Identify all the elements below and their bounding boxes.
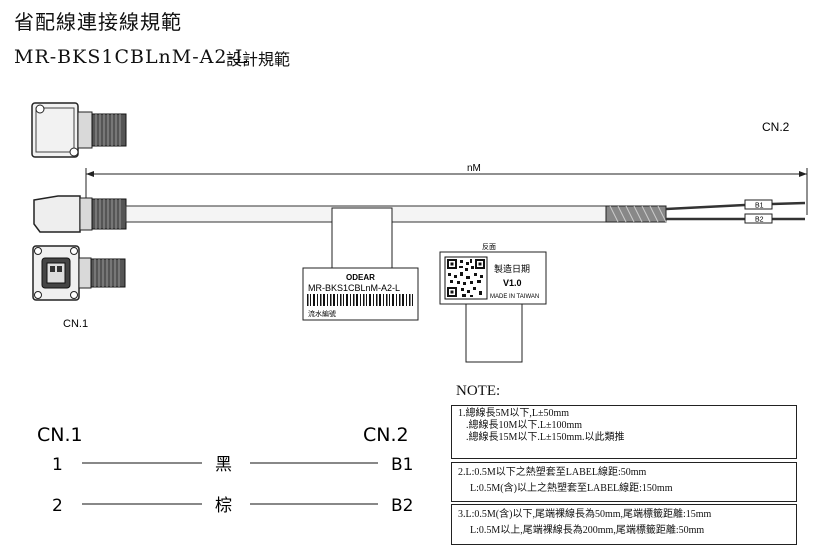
model-number: MR-BKS1CBLnM-A2-L — [14, 46, 249, 68]
connector-top-icon — [31, 102, 127, 158]
length-dimension: nM — [85, 163, 808, 215]
note-line: L:0.5M以上,尾端裸線長為200mm,尾端標籤距離:50mm — [470, 525, 705, 536]
qr-code-icon — [444, 256, 488, 300]
note-line: 2.L:0.5M以下之熱塑套至LABEL線距:50mm — [458, 467, 647, 478]
wire-pin-1: 1 — [52, 455, 63, 475]
wire-target-1: B1 — [391, 455, 413, 475]
wire-target-2: B2 — [391, 496, 413, 516]
note-line: 3.L:0.5M(含)以下,尾端裸線長為50mm,尾端標籤距離:15mm — [458, 509, 712, 520]
note-line: L:0.5M(含)以上之熱塑套至LABEL線距:150mm — [470, 483, 673, 494]
page-title: 省配線連接線規範 — [14, 10, 182, 34]
wiring-table: CN.1 CN.2 1 黑 B1 2 棕 B2 — [37, 424, 413, 516]
date-label-title: 製造日期 — [494, 263, 530, 274]
product-label: ODEAR MR-BKS1CBLnM-A2-L 流水編號 — [302, 207, 419, 321]
date-label-origin: MADE IN TAIWAN — [490, 294, 539, 300]
label-serial: 流水編號 — [308, 309, 336, 318]
note-box-1: 1.總線長5M以下,L±50mm .總線長10M以下.L±100mm .總線長1… — [451, 405, 797, 459]
label-model: MR-BKS1CBLnM-A2-L — [308, 283, 400, 293]
date-label-side: 反面 — [482, 242, 496, 251]
barcode — [307, 294, 413, 306]
date-label: 反面 製造日期 V1.0 MADE IN TAIWAN — [439, 242, 547, 363]
note-line: .總線長15M以下.L±150mm.以此類推 — [466, 432, 625, 443]
wire-tag-b1: B1 — [755, 203, 764, 210]
connector-main-icon — [33, 195, 127, 233]
wire-color-1: 黑 — [215, 455, 232, 475]
cable-body: B1 B2 — [125, 199, 806, 224]
note-line: .總線長10M以下.L±100mm — [466, 420, 583, 431]
connector-front-icon — [32, 245, 126, 301]
label-brand: ODEAR — [346, 273, 375, 282]
cn2-label: CN.2 — [762, 120, 790, 134]
spec-label: 設計規範 — [226, 50, 291, 69]
wire-pin-2: 2 — [52, 496, 63, 516]
wire-color-2: 棕 — [215, 496, 232, 516]
length-label: nM — [467, 163, 481, 174]
notes-title: NOTE: — [456, 383, 501, 399]
date-label-version: V1.0 — [503, 278, 522, 288]
wire-tag-b2: B2 — [755, 217, 764, 224]
note-box-3: 3.L:0.5M(含)以下,尾端裸線長為50mm,尾端標籤距離:15mm L:0… — [451, 504, 797, 545]
wiring-left-header: CN.1 — [37, 424, 83, 446]
note-box-2: 2.L:0.5M以下之熱塑套至LABEL線距:50mm L:0.5M(含)以上之… — [451, 462, 797, 502]
cn1-label: CN.1 — [63, 318, 88, 330]
wiring-right-header: CN.2 — [363, 424, 409, 446]
note-line: 1.總線長5M以下,L±50mm — [458, 408, 570, 419]
